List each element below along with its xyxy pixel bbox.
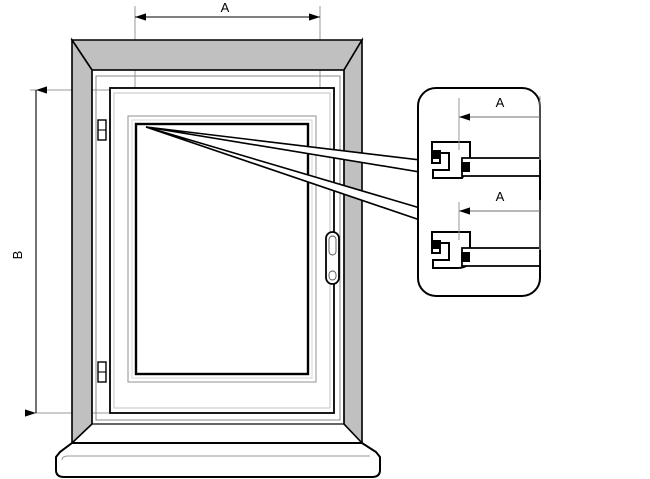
dimension-label-b-left: B — [10, 251, 25, 260]
profile-upper-notch-fill — [432, 150, 441, 159]
dimension-label-a-top: A — [221, 0, 230, 15]
handle-base-detail — [328, 270, 337, 281]
dimension-label-detail-a-top: A — [496, 95, 505, 110]
sill-body — [55, 442, 381, 478]
outer-window-frame — [70, 37, 364, 446]
handle-grip-detail — [328, 235, 337, 256]
leader-lines — [145, 126, 421, 222]
profile-upper-blade — [461, 157, 541, 177]
window-handle[interactable] — [325, 231, 340, 285]
frame-right-jamb — [343, 37, 363, 446]
profile-section-chamfered — [431, 141, 541, 179]
lower-hinge — [97, 361, 107, 383]
glass-pane — [134, 122, 310, 376]
dimension-detail-a-bottom: A — [459, 189, 540, 215]
frame-top-rail — [70, 39, 364, 71]
profile-section-rounded — [431, 231, 541, 269]
glazing-bead-inner — [131, 119, 313, 379]
dimension-width-a: A — [135, 0, 320, 21]
profile-lower-seal — [461, 252, 470, 262]
profile-lower-blade — [461, 247, 541, 267]
dimension-height-b: B — [10, 86, 47, 417]
profile-upper-seal — [461, 162, 470, 172]
glass-pane-assembly — [127, 115, 317, 383]
window-sill — [55, 442, 381, 478]
upper-hinge — [97, 119, 107, 141]
frame-inner-reveal — [91, 69, 345, 425]
dimension-detail-a-top: A — [459, 95, 540, 121]
sill-nose-line — [61, 455, 370, 461]
callout-extension-lines — [458, 96, 541, 250]
dimension-label-detail-a-bottom: A — [496, 189, 505, 204]
profile-lower-notch-fill — [432, 240, 441, 249]
glazing-bead-outer — [127, 115, 317, 383]
frame-left-jamb — [71, 37, 93, 445]
